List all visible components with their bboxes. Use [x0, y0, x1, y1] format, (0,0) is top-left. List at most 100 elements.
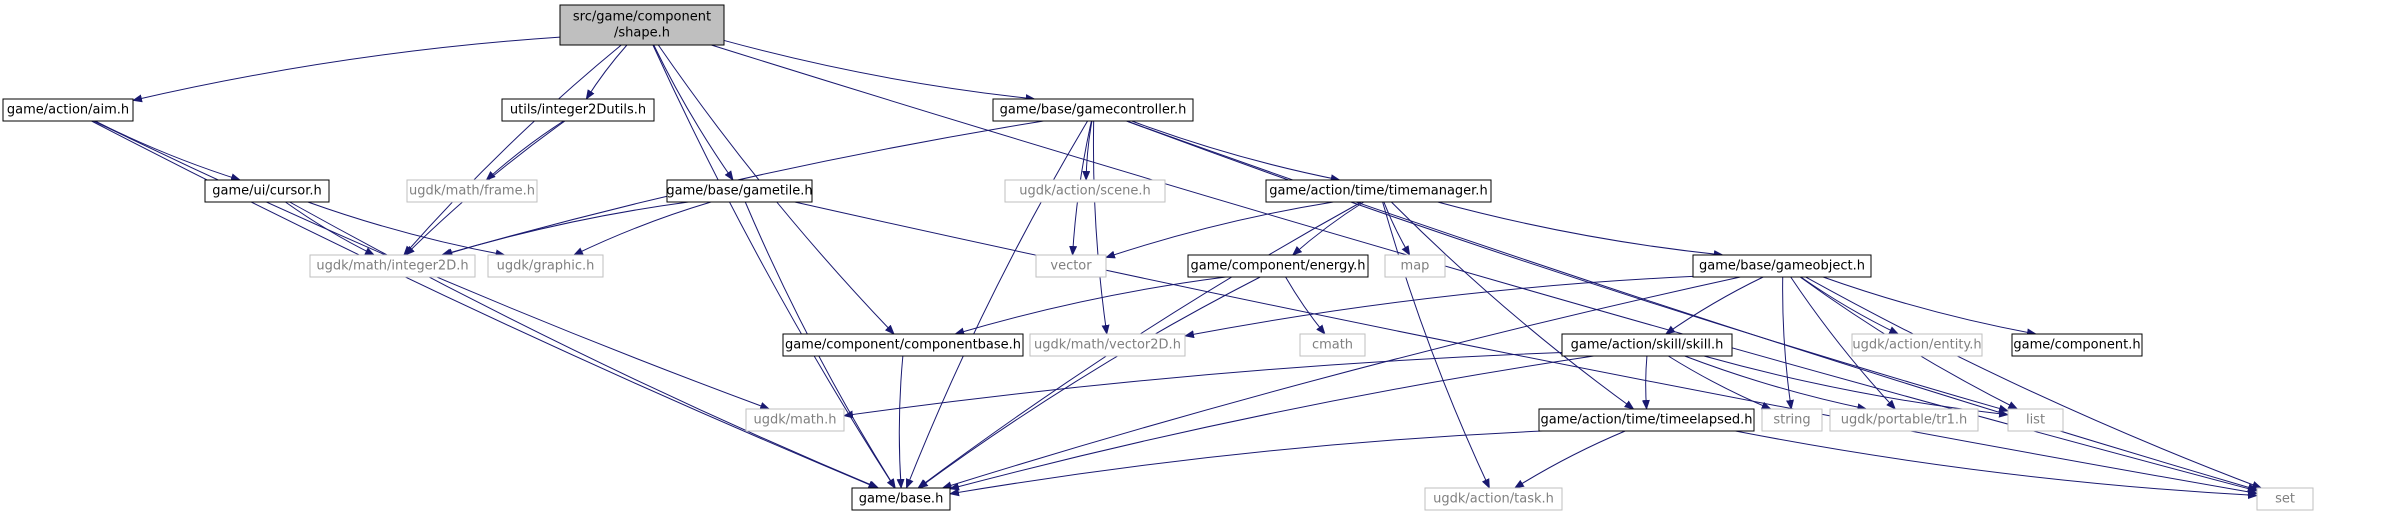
node-label-tr1: ugdk/portable/tr1.h — [1841, 413, 1968, 428]
edge-gametile-to-integer2d — [442, 201, 689, 257]
node-label-aim: game/action/aim.h — [7, 103, 129, 118]
edge-timemanager-to-task — [1382, 201, 1490, 489]
edge-timeelapsed-to-set — [1735, 430, 2258, 500]
node-label-cursor: game/ui/cursor.h — [212, 184, 321, 199]
node-box-gameobject — [1692, 254, 1872, 278]
node-box-graphic — [487, 254, 604, 278]
node-label-mathh: ugdk/math.h — [754, 413, 837, 428]
node-label-entity: ugdk/action/entity.h — [1852, 338, 1981, 353]
node-box-skill — [1561, 333, 1733, 357]
edge-timeelapsed-to-task — [1513, 430, 1626, 489]
node-box-int2dutils — [501, 98, 655, 122]
edge-aim-to-cursor — [94, 120, 241, 182]
node-box-integer2d — [309, 254, 476, 278]
edge-timemanager-to-timeelapsed — [1391, 201, 1635, 410]
node-set: set — [2256, 487, 2314, 511]
node-label-list: list — [2026, 413, 2045, 428]
node-box-list — [2007, 408, 2064, 432]
node-cmath: cmath — [1299, 333, 1366, 357]
edge-shape-to-gametile — [653, 44, 734, 181]
edge-aim-to-base — [91, 120, 879, 489]
node-mathh: ugdk/math.h — [745, 408, 845, 432]
node-box-gametile — [666, 179, 813, 203]
node-componentbase[interactable]: game/component/componentbase.h — [782, 333, 1024, 357]
node-label-task: ugdk/action/task.h — [1433, 492, 1554, 507]
node-int2dutils[interactable]: utils/integer2Dutils.h — [501, 98, 655, 122]
node-box-shape — [559, 4, 725, 46]
node-box-task — [1424, 487, 1563, 511]
edge-gametile-to-set — [794, 201, 2258, 496]
node-cursor[interactable]: game/ui/cursor.h — [204, 179, 330, 203]
node-component[interactable]: game/component.h — [2011, 333, 2143, 357]
node-label-integer2d: ugdk/math/integer2D.h — [316, 259, 468, 274]
node-gamecontroller[interactable]: game/base/gamecontroller.h — [992, 98, 1194, 122]
edge-shape-to-base — [652, 44, 896, 489]
node-base[interactable]: game/base.h — [851, 487, 951, 511]
node-tr1: ugdk/portable/tr1.h — [1829, 408, 1979, 432]
node-label-timeelapsed: game/action/time/timeelapsed.h — [1541, 413, 1753, 428]
edge-gameobject-to-base — [941, 276, 1741, 490]
edge-gameobject-to-component — [1822, 276, 2037, 337]
edge-cursor-to-base — [289, 201, 880, 489]
node-label-skill: game/action/skill/skill.h — [1571, 338, 1724, 353]
edge-shape-to-integer2d — [403, 44, 622, 256]
node-energy[interactable]: game/component/energy.h — [1187, 254, 1369, 278]
node-map: map — [1384, 254, 1446, 278]
edge-gamecontroller-to-list — [1126, 120, 2009, 413]
edge-gamecontroller-to-base — [905, 120, 1088, 489]
edge-gamecontroller-to-scene — [1082, 120, 1093, 181]
edge-gameobject-to-entity — [1800, 276, 1900, 335]
edge-gameobject-to-skill — [1664, 276, 1764, 335]
edge-timeelapsed-to-base — [949, 430, 1543, 497]
node-box-vector — [1035, 254, 1107, 278]
node-box-gamecontroller — [992, 98, 1194, 122]
node-task: ugdk/action/task.h — [1424, 487, 1563, 511]
edge-cursor-to-integer2d — [285, 201, 375, 256]
node-shape[interactable]: src/game/component/shape.h — [559, 4, 725, 46]
edge-energy-to-cmath — [1285, 276, 1326, 335]
edge-skill-to-string — [1668, 355, 1772, 410]
node-graphic: ugdk/graphic.h — [487, 254, 604, 278]
node-skill[interactable]: game/action/skill/skill.h — [1561, 333, 1733, 357]
node-gameobject[interactable]: game/base/gameobject.h — [1692, 254, 1872, 278]
edge-skill-to-base — [949, 355, 1594, 491]
edge-componentbase-to-base — [896, 355, 905, 489]
node-label-shape: src/game/component — [573, 10, 711, 25]
node-timemanager[interactable]: game/action/time/timemanager.h — [1265, 179, 1492, 203]
node-label-gametile: game/base/gametile.h — [666, 184, 812, 199]
node-box-map — [1384, 254, 1446, 278]
node-label-gameobject: game/base/gameobject.h — [1699, 259, 1865, 274]
node-box-string — [1761, 408, 1823, 432]
node-label-int2dutils: utils/integer2Dutils.h — [510, 103, 646, 118]
node-box-tr1 — [1829, 408, 1979, 432]
node-label-cmath: cmath — [1312, 338, 1353, 353]
node-label-string: string — [1773, 413, 1810, 428]
edge-gamecontroller-to-vector2d — [1092, 120, 1110, 335]
node-box-mathh — [745, 408, 845, 432]
node-label-energy: game/component/energy.h — [1191, 259, 1366, 274]
node-box-base — [851, 487, 951, 511]
node-box-cmath — [1299, 333, 1366, 357]
edge-gameobject-to-vector2d — [1184, 275, 1694, 339]
node-aim[interactable]: game/action/aim.h — [2, 98, 134, 122]
edge-gamecontroller-to-timemanager — [1131, 120, 1341, 183]
node-label-set: set — [2275, 492, 2295, 507]
node-gametile[interactable]: game/base/gametile.h — [666, 179, 813, 203]
edge-energy-to-componentbase — [954, 276, 1226, 336]
edge-gameobject-to-set — [1805, 276, 2263, 489]
node-label-frame: ugdk/math/frame.h — [409, 184, 535, 199]
node-label-vector: vector — [1050, 259, 1092, 274]
node-vector: vector — [1035, 254, 1107, 278]
node-box-frame — [406, 179, 538, 203]
edge-energy-to-base — [917, 276, 1261, 489]
node-label-graphic: ugdk/graphic.h — [497, 259, 595, 274]
node-list: list — [2007, 408, 2064, 432]
node-timeelapsed[interactable]: game/action/time/timeelapsed.h — [1538, 408, 1755, 432]
edge-skill-to-timeelapsed — [1641, 355, 1650, 410]
edge-timemanager-to-vector — [1105, 201, 1334, 259]
edge-shape-to-gamecontroller — [723, 39, 1036, 103]
nodes-layer: src/game/component/shape.h game/action/ai… — [2, 4, 2314, 511]
node-entity: ugdk/action/entity.h — [1851, 333, 1983, 357]
node-box-timemanager — [1265, 179, 1492, 203]
